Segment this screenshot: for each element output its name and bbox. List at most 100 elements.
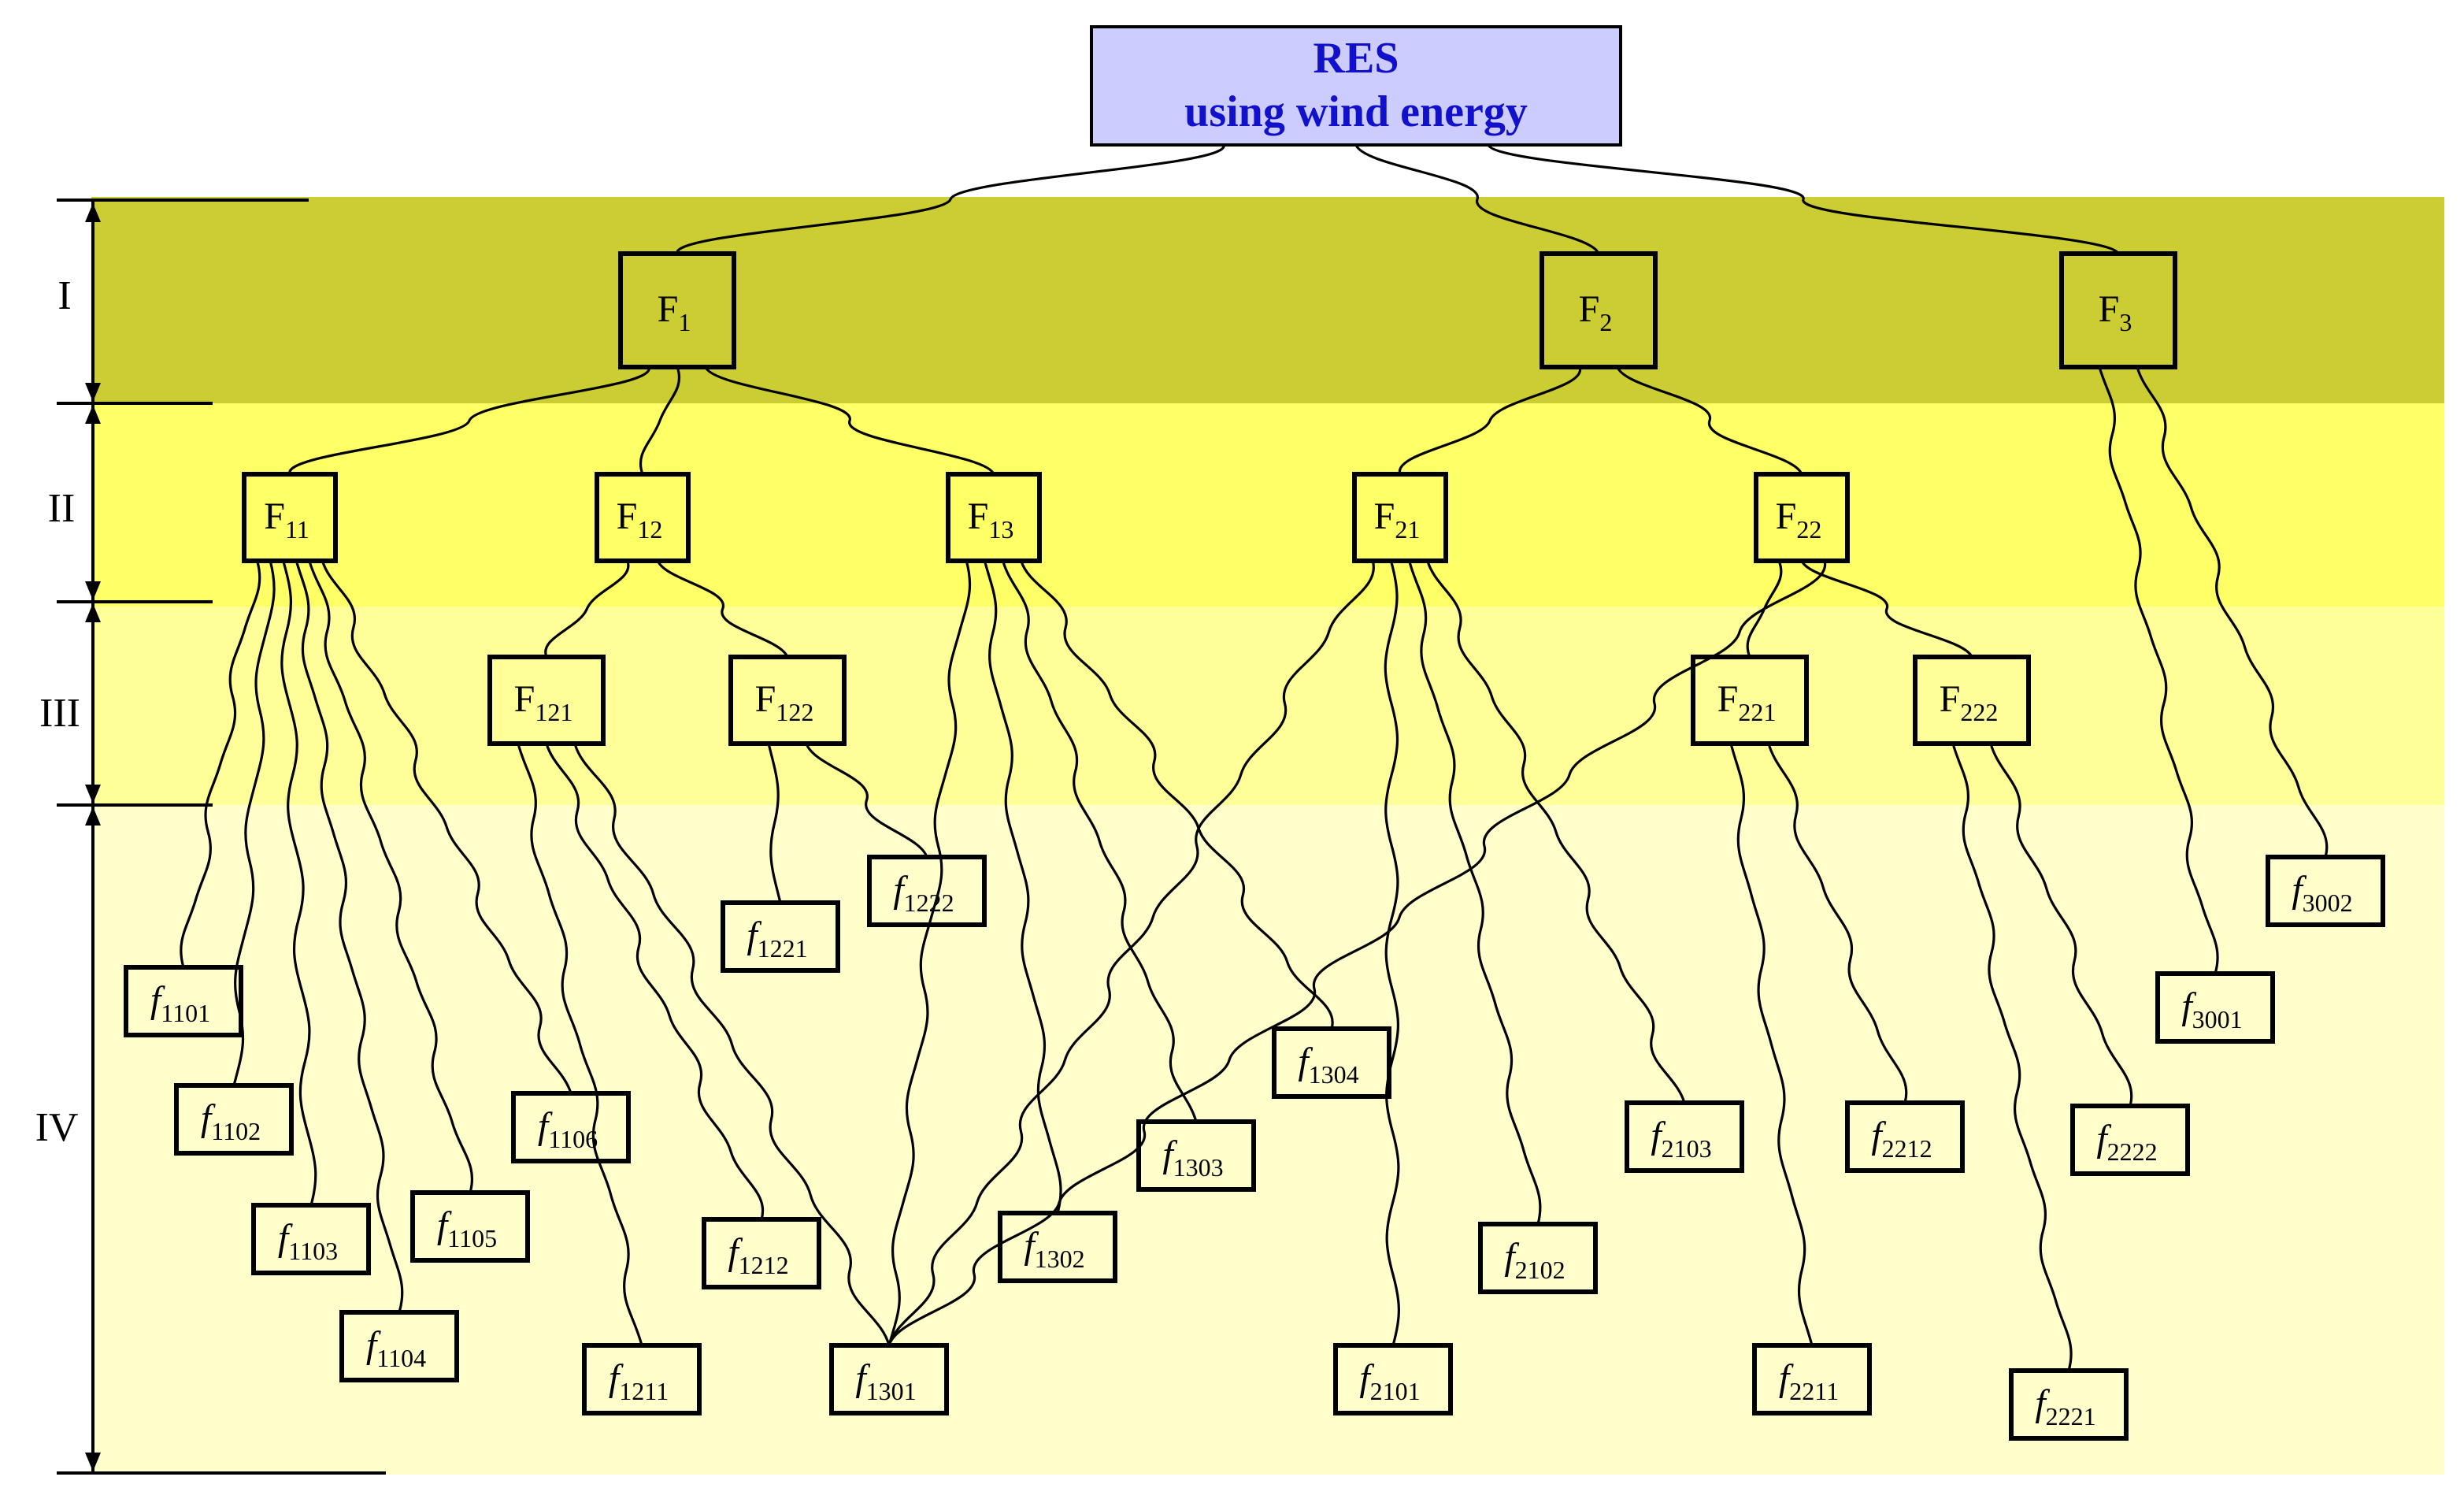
edge-F3-f3001 [2098, 366, 2219, 974]
edge-F12-F122 [656, 560, 789, 658]
edge-F21-f1301 [887, 560, 1375, 1346]
edge-F11-f1103 [280, 560, 317, 1206]
node-box [702, 1217, 821, 1289]
level-label-III: III [39, 691, 80, 736]
edge-F13-f1301 [887, 560, 972, 1346]
node-label: f2211 [1779, 1357, 1839, 1405]
node-label: f1101 [150, 979, 210, 1027]
node-box [829, 1343, 949, 1416]
level-band-I [91, 197, 2444, 403]
level-scale [57, 199, 386, 1475]
node-box [867, 855, 987, 927]
node-label: f2103 [1651, 1115, 1711, 1163]
edge-F121-f1301 [573, 743, 891, 1346]
node-label: F221 [1717, 678, 1777, 726]
node-label: F3 [2099, 288, 2132, 336]
node-F3: F3 [2059, 251, 2177, 369]
node-box [721, 900, 840, 973]
node-label: F121 [514, 678, 573, 726]
node-F21: F21 [1352, 472, 1448, 563]
node-label: F222 [1940, 678, 1999, 726]
edge-F21-f2102 [1408, 560, 1542, 1225]
edge-F1-F13 [704, 366, 995, 475]
edge-F122-f1222 [805, 743, 928, 858]
edge-F221-f2212 [1767, 743, 1908, 1104]
edge-F122-f1221 [767, 743, 782, 903]
node-label: f3001 [2181, 985, 2242, 1033]
root-subtitle: using wind energy [1184, 87, 1528, 136]
level-label-IV: IV [35, 1105, 79, 1150]
node-box [1845, 1100, 1965, 1173]
edge-F13-f1303 [1002, 560, 1198, 1122]
node-f1105: f1105 [410, 1190, 530, 1263]
node-label: F1 [658, 288, 691, 336]
node-box [410, 1190, 530, 1263]
node-f1302: f1302 [998, 1211, 1117, 1283]
node-f1211: f1211 [582, 1343, 702, 1416]
node-box [1333, 1343, 1453, 1416]
node-f2222: f2222 [2070, 1104, 2190, 1176]
node-f2103: f2103 [1625, 1100, 1744, 1173]
node-box [2059, 251, 2177, 369]
node-box [2070, 1104, 2190, 1176]
node-box [2266, 855, 2385, 927]
node-F222: F222 [1913, 655, 2031, 746]
node-F221: F221 [1691, 655, 1809, 746]
node-label: F2 [1579, 288, 1613, 336]
node-F11: F11 [242, 472, 338, 563]
node-box [998, 1211, 1117, 1283]
node-box [2155, 971, 2275, 1044]
level-band-II [91, 403, 2444, 607]
node-label: F21 [1374, 495, 1421, 544]
edge-F11-f1102 [232, 560, 276, 1086]
node-box [1540, 251, 1658, 369]
node-f2221: f2221 [2009, 1368, 2129, 1441]
edge-F11-f1101 [180, 560, 261, 968]
level-band-IV [91, 805, 2444, 1475]
node-box [728, 655, 847, 746]
node-box [339, 1310, 459, 1382]
node-f3001: f3001 [2155, 971, 2275, 1044]
node-f2211: f2211 [1752, 1343, 1872, 1416]
edge-F222-f2222 [1989, 743, 2133, 1107]
node-box [242, 472, 338, 563]
node-f1101: f1101 [124, 965, 243, 1037]
node-label: F11 [264, 495, 309, 544]
node-box [595, 472, 691, 563]
node-f2212: f2212 [1845, 1100, 1965, 1173]
root-node: RES using wind energy [1090, 25, 1622, 147]
node-box [2009, 1368, 2129, 1441]
node-label: F22 [1776, 495, 1822, 544]
edge-RES-F2 [1354, 144, 1600, 254]
node-label: f1104 [366, 1324, 426, 1372]
node-box [487, 655, 606, 746]
edge-F11-f1104 [295, 560, 404, 1313]
node-box [251, 1203, 371, 1275]
edge-F2-F21 [1399, 366, 1581, 475]
edge-F21-f2103 [1426, 560, 1686, 1104]
edge-F221-f2211 [1729, 743, 1814, 1346]
edge-F13-f1304 [1020, 560, 1334, 1030]
node-box [1272, 1026, 1391, 1099]
edge-F11-f1106 [321, 560, 572, 1094]
node-label: f2221 [2035, 1382, 2095, 1430]
node-label: F122 [755, 678, 814, 726]
node-box [1625, 1100, 1744, 1173]
node-box [124, 965, 243, 1037]
edge-F1-F11 [288, 366, 650, 475]
edge-F121-f1212 [545, 743, 765, 1220]
node-F13: F13 [946, 472, 1042, 563]
node-box [1752, 1343, 1872, 1416]
edges [180, 143, 2329, 1371]
level-band-III [91, 607, 2444, 805]
edge-F12-F121 [544, 560, 630, 658]
node-label: f1211 [609, 1357, 669, 1405]
node-box [1691, 655, 1809, 746]
node-label: F12 [617, 495, 663, 544]
node-box [618, 251, 736, 369]
node-box [1478, 1222, 1598, 1294]
edge-F2-F22 [1616, 366, 1803, 475]
edge-F1-F12 [639, 366, 681, 475]
node-F121: F121 [487, 655, 606, 746]
